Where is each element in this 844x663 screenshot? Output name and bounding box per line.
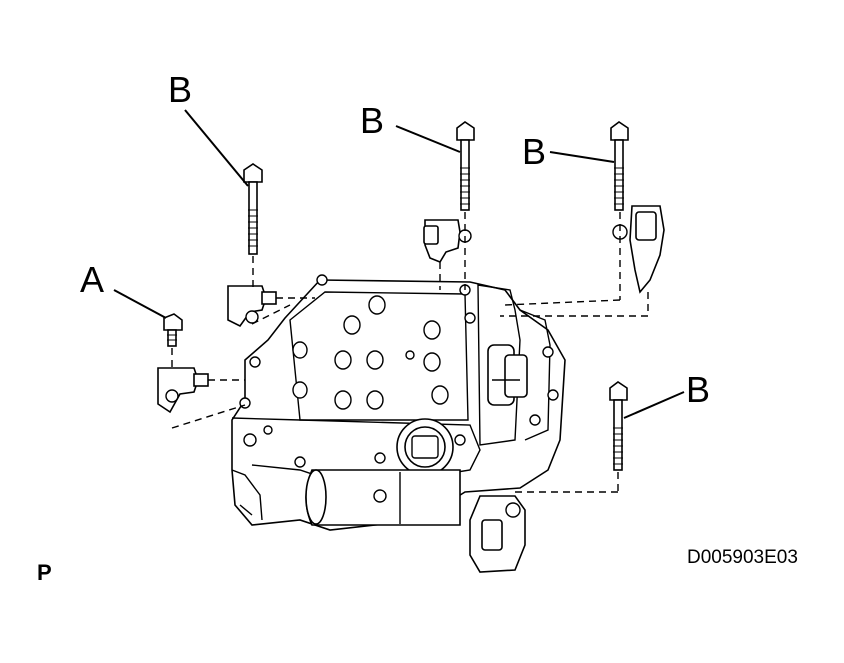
- solenoid-left-upper: [227, 285, 277, 328]
- leader-lines: [113, 109, 685, 419]
- label-a: A: [80, 259, 105, 300]
- label-b-right-lower: B: [686, 369, 711, 410]
- alignment-lines: [171, 212, 649, 493]
- solenoid-bottom: [469, 495, 526, 573]
- bolt-b-right-upper: [610, 121, 629, 211]
- label-b-right-upper: B: [522, 131, 547, 172]
- bolt-b-left: [243, 163, 263, 255]
- label-b-center: B: [360, 100, 385, 141]
- valve-body: [231, 274, 566, 531]
- solenoid-center: [423, 219, 472, 263]
- bolt-a: [163, 313, 183, 347]
- bolt-b-center: [456, 121, 475, 211]
- label-b-left: B: [168, 69, 193, 110]
- bolt-b-right-lower: [609, 381, 628, 471]
- figure-code: D005903E03: [687, 547, 798, 568]
- plate-bosses: [239, 274, 476, 410]
- solenoid-left-lower: [157, 367, 209, 414]
- corner-mark: P: [37, 560, 52, 585]
